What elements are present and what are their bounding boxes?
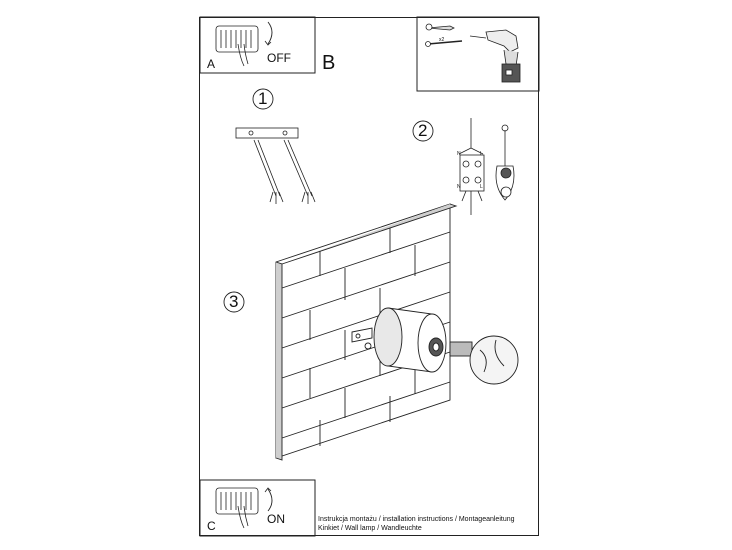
- caption-line-2: Kinkiet / Wall lamp / Wandleuchte: [318, 525, 422, 532]
- panel-c-action: ON: [267, 512, 285, 526]
- wall-lamp-illustration: [351, 307, 519, 385]
- panel-b-letter: B: [322, 52, 336, 74]
- panel-c-letter: C: [207, 519, 216, 533]
- fuse-box-on-illustration: [215, 487, 273, 529]
- panel-a-frame: [199, 16, 316, 74]
- plug-count-label: x2: [439, 37, 445, 43]
- panel-c-frame: [199, 479, 316, 537]
- terminal-l-bottom: L: [480, 184, 483, 190]
- step-3-number: 3: [229, 292, 239, 311]
- step-3-circle: [223, 291, 245, 313]
- tools-panel-frame: [416, 16, 540, 92]
- terminal-l-top: L: [480, 151, 483, 157]
- terminal-n-top: N: [457, 151, 461, 157]
- terminal-n-bottom: N: [457, 184, 461, 190]
- step-2-circle: [412, 120, 434, 142]
- panel-a-action: OFF: [267, 51, 291, 65]
- ground-connector-illustration: [495, 124, 515, 201]
- instruction-sheet: [199, 17, 539, 536]
- step-2-number: 2: [418, 121, 428, 140]
- fuse-box-off-illustration: [215, 21, 273, 67]
- terminal-block-illustration: [458, 118, 485, 215]
- drill-icon: [469, 29, 521, 83]
- wall-plug-and-screw-icon: [425, 23, 463, 47]
- step-1-circle: [252, 88, 274, 110]
- step-1-number: 1: [258, 89, 268, 108]
- caption-line-1: Instrukcja montażu / installation instru…: [318, 516, 515, 523]
- panel-a-letter: A: [207, 57, 216, 71]
- mounting-plate-wires-illustration: [235, 127, 316, 204]
